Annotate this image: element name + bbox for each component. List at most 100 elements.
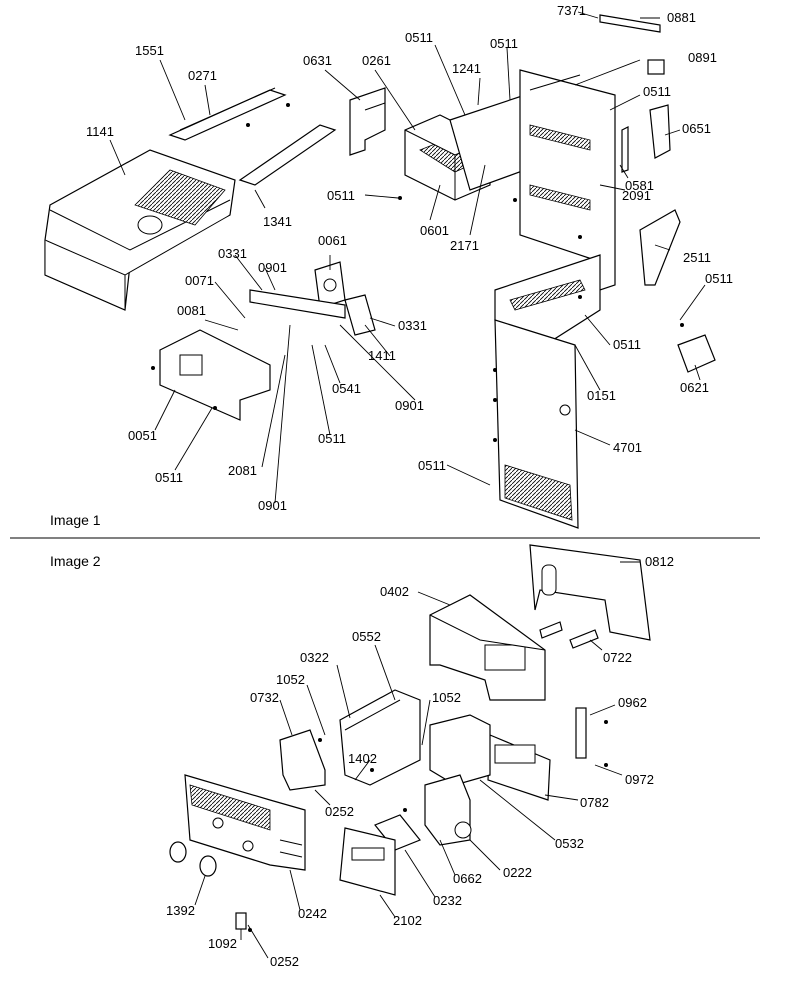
box-0782 xyxy=(487,734,551,801)
label: 0651 xyxy=(682,121,711,136)
leader-lines-1 xyxy=(109,11,706,504)
label: 0511 xyxy=(327,188,355,203)
label: 0722 xyxy=(603,650,632,665)
section-caption-image-2: Image 2 xyxy=(50,553,101,569)
label: 2081 xyxy=(228,463,257,478)
back-panel xyxy=(519,69,616,291)
label: 2102 xyxy=(393,913,422,928)
label: 0252 xyxy=(325,804,354,819)
label: 0581 xyxy=(625,178,654,193)
label: 1092 xyxy=(208,936,237,951)
bar-0881 xyxy=(599,14,661,33)
rail-1551 xyxy=(168,87,287,141)
frame-1402 xyxy=(339,689,421,786)
strip-0651 xyxy=(649,104,671,159)
pin-0722 xyxy=(569,629,599,649)
label: 7371 xyxy=(557,3,586,18)
ice-bin-part xyxy=(44,149,236,311)
label: 0151 xyxy=(587,388,616,403)
label: 0621 xyxy=(680,380,709,395)
label: 1402 xyxy=(348,751,377,766)
box-0532 xyxy=(429,714,491,786)
label: 0662 xyxy=(453,871,482,886)
label: 0402 xyxy=(380,584,409,599)
label: 0511 xyxy=(318,431,346,446)
part-1411 xyxy=(344,294,376,336)
housing-0402 xyxy=(429,594,546,701)
label: 0242 xyxy=(298,906,327,921)
label: 0331 xyxy=(218,246,247,261)
label: 0891 xyxy=(688,50,717,65)
tray-0151 xyxy=(494,254,601,346)
cap-0891 xyxy=(647,59,665,75)
label: 0061 xyxy=(318,233,347,248)
screws-2 xyxy=(248,720,608,932)
bracket-0631 xyxy=(349,87,386,156)
label: 0081 xyxy=(177,303,206,318)
label: 0812 xyxy=(645,554,674,569)
label: 0631 xyxy=(303,53,332,68)
image-1-parts xyxy=(44,11,716,529)
label: 1141 xyxy=(86,124,114,139)
label: 0962 xyxy=(618,695,647,710)
label: 0532 xyxy=(555,836,584,851)
strip-0962 xyxy=(575,707,587,759)
bracket-0812 xyxy=(529,544,651,641)
label: 2511 xyxy=(683,250,711,265)
label: 0881 xyxy=(667,10,696,25)
label: 0972 xyxy=(625,772,654,787)
label: 0732 xyxy=(250,690,279,705)
label: 1551 xyxy=(135,43,164,58)
section-caption-image-1: Image 1 xyxy=(50,512,101,528)
bracket-0901 xyxy=(249,289,346,319)
label: 1052 xyxy=(432,690,461,705)
leader-lines-2 xyxy=(194,561,640,959)
label: 0222 xyxy=(503,865,532,880)
label: 0511 xyxy=(155,470,183,485)
label: 0071 xyxy=(185,273,214,288)
label: 0901 xyxy=(258,498,287,513)
label: 0232 xyxy=(433,893,462,908)
bracket-0581 xyxy=(621,126,629,173)
label: 0271 xyxy=(188,68,217,83)
image-2-parts xyxy=(169,544,651,959)
image-2-labels: 0812 0402 0722 0552 0322 1052 1052 0732 … xyxy=(166,554,674,969)
panel-0242 xyxy=(184,774,306,871)
label: 1411 xyxy=(368,348,396,363)
label: 0901 xyxy=(395,398,424,413)
label: 0541 xyxy=(332,381,361,396)
clip-1092 xyxy=(235,912,247,930)
label: 0511 xyxy=(418,458,446,473)
label: 0511 xyxy=(643,84,671,99)
label: 0511 xyxy=(490,36,518,51)
plate-2102 xyxy=(339,827,396,896)
label: 1241 xyxy=(452,61,481,76)
label: 0322 xyxy=(300,650,329,665)
label: 0601 xyxy=(420,223,449,238)
label: 0051 xyxy=(128,428,157,443)
label: 1392 xyxy=(166,903,195,918)
label: 0552 xyxy=(352,629,381,644)
label: 0261 xyxy=(362,53,391,68)
label: 0331 xyxy=(398,318,427,333)
knob-1392 xyxy=(169,841,187,863)
label: 1341 xyxy=(263,214,292,229)
panel-4701 xyxy=(494,319,579,529)
bracket-0732 xyxy=(279,729,326,791)
label: 0901 xyxy=(258,260,287,275)
pin-0722b xyxy=(539,621,563,639)
label: 4701 xyxy=(613,440,642,455)
label: 2091 xyxy=(622,188,651,203)
label: 0782 xyxy=(580,795,609,810)
label: 0252 xyxy=(270,954,299,969)
label: 0511 xyxy=(705,271,733,286)
motor-0222 xyxy=(424,774,472,846)
rail-1341 xyxy=(238,124,337,186)
strip-2511 xyxy=(639,209,681,286)
knob-1392b xyxy=(199,855,217,877)
screws-1 xyxy=(151,103,684,442)
label: 1052 xyxy=(276,672,305,687)
housing-0051 xyxy=(159,329,271,421)
switch-0621 xyxy=(677,334,716,373)
